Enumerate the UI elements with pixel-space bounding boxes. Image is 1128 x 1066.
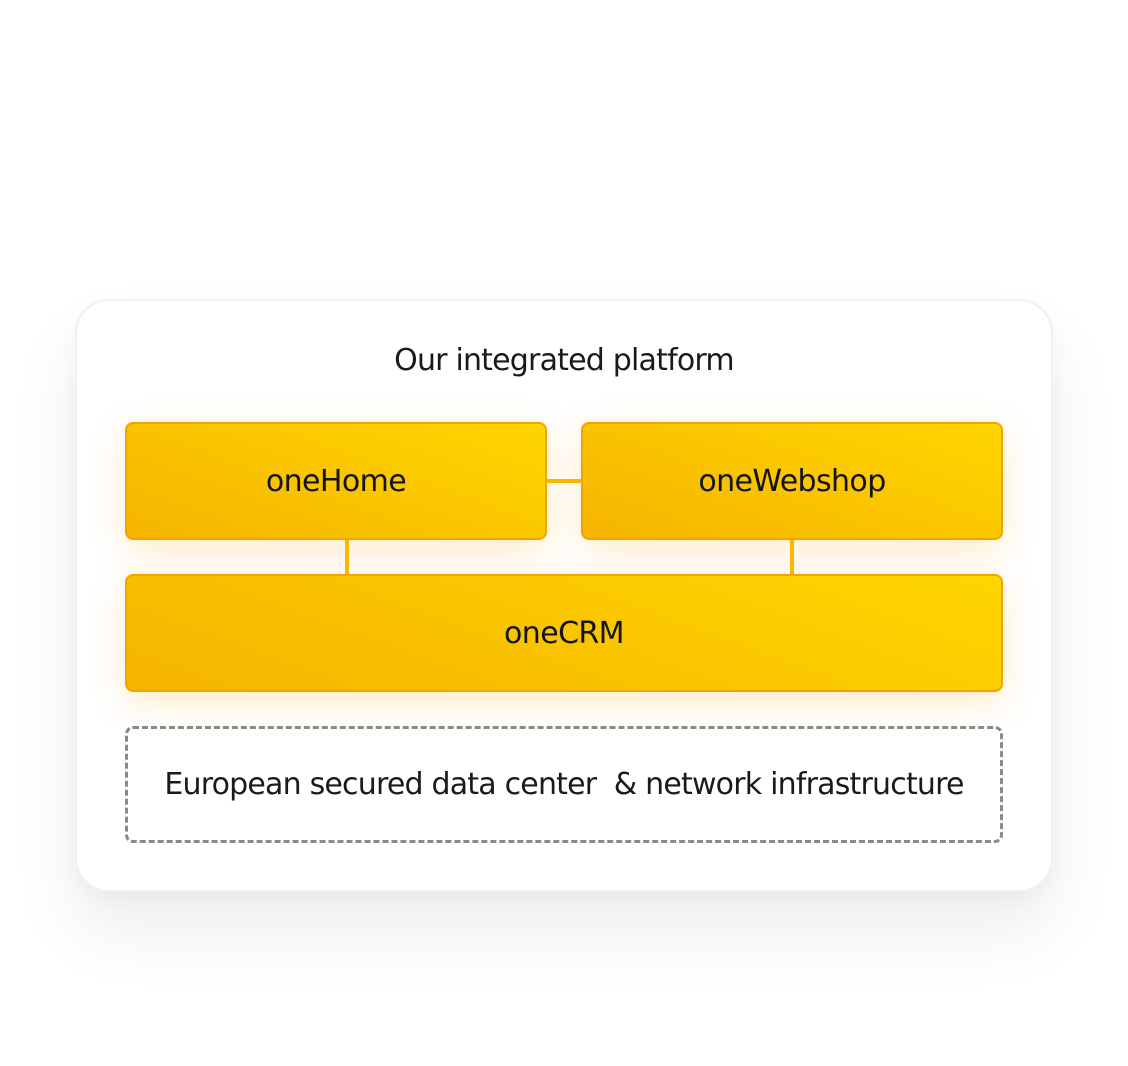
module-onecrm: oneCRM (125, 574, 1003, 692)
module-onewebshop: oneWebshop (581, 422, 1003, 540)
connector-home-crm (345, 539, 349, 575)
infrastructure-label: European secured data center & network i… (164, 767, 964, 802)
infrastructure-layer: European secured data center & network i… (125, 726, 1003, 843)
diagram-title: Our integrated platform (394, 343, 735, 378)
connector-webshop-crm (790, 539, 794, 575)
module-onehome: oneHome (125, 422, 547, 540)
connector-home-webshop (546, 479, 582, 483)
